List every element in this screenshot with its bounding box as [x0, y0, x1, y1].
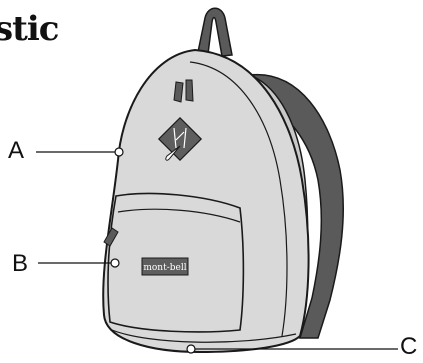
grab-handle [198, 8, 232, 56]
callout-label-c: C [400, 335, 417, 359]
callout-c-point [187, 345, 195, 353]
callout-a-point [115, 148, 123, 156]
callout-label-a: A [8, 139, 24, 163]
callout-b-point [111, 259, 119, 267]
callout-label-b: B [12, 252, 28, 276]
top-zipper-pull-left [174, 82, 183, 102]
brand-label: mont-bell [143, 263, 186, 273]
top-zipper-pull-right [186, 80, 193, 101]
